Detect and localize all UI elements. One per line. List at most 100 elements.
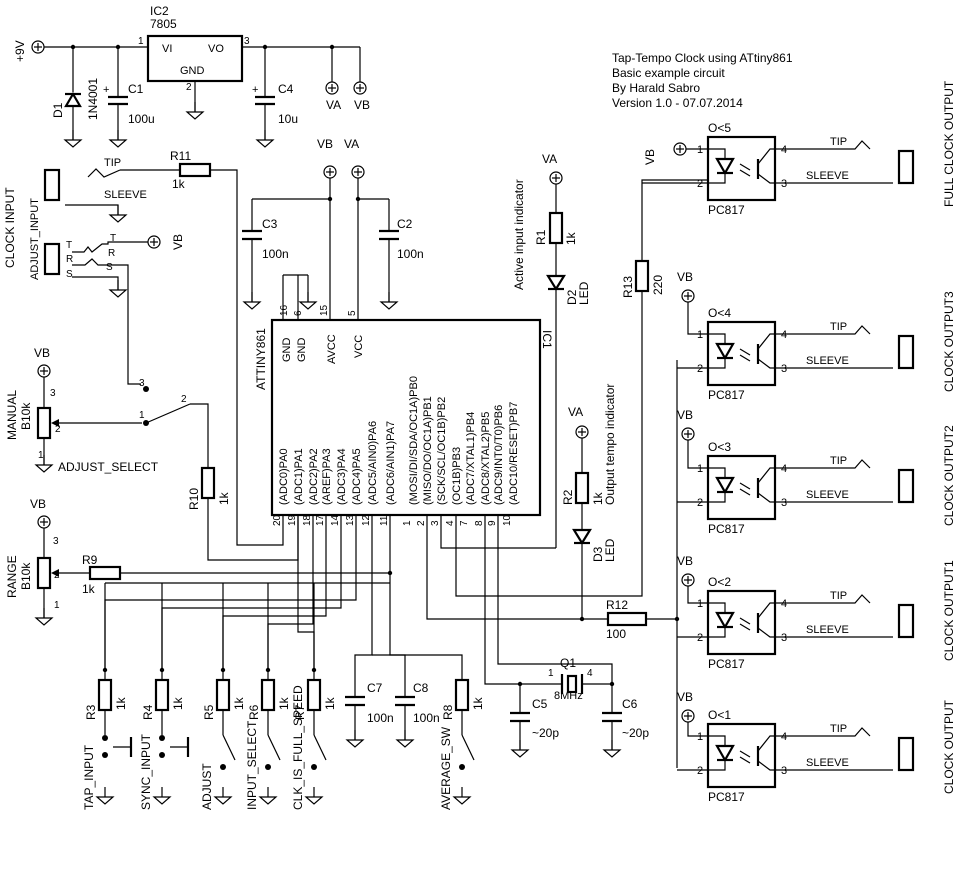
ic1-gnd-2: GND	[296, 338, 308, 363]
jack-r: R	[66, 254, 73, 265]
d2-part: LED	[577, 281, 591, 305]
va-d3: VA	[568, 405, 583, 419]
title-line-3: By Harald Sabro	[612, 81, 700, 95]
mcu-right-pin-3: 4	[445, 520, 456, 526]
d3-ref: D3	[591, 546, 605, 562]
opto-ref-3: O<2	[708, 575, 731, 589]
mcu-left-label-2: (ADC2)PA2	[308, 448, 320, 505]
c5-ref: C5	[532, 697, 548, 711]
mcu-right-label-2: (SCK/SCL/OC1B)PB2	[436, 397, 448, 505]
c3-ref: C3	[262, 217, 278, 231]
output-jack-icon	[897, 334, 915, 370]
ground-icon	[63, 139, 83, 148]
mcu-right-label-7: (ADC10/RESET)PB7	[508, 402, 520, 505]
switch-label-2: ADJUST	[200, 763, 214, 810]
manual-pot-icon	[36, 406, 52, 440]
r2-resistor-icon	[574, 471, 590, 505]
ground-icon	[304, 796, 324, 805]
c5-val: ~20p	[532, 726, 559, 740]
output-jack-icon	[897, 468, 915, 504]
regulator-ic2	[146, 34, 244, 83]
c4-val: 10u	[278, 112, 298, 126]
d1-ref: D1	[51, 102, 65, 118]
mcu-left-pin-0: 20	[272, 514, 283, 526]
ic2-pin-vo: VO	[208, 43, 224, 55]
adjust-input-jack-icon	[43, 242, 61, 276]
ic1-pin-15: 15	[319, 304, 330, 316]
pullup-val-4: 1k	[323, 696, 337, 710]
c6-ref: C6	[622, 697, 638, 711]
opto-tip-3: TIP	[830, 590, 847, 602]
opto-vb-1: VB	[677, 270, 693, 284]
ground-icon	[108, 289, 128, 298]
mcu-left-pin-2: 18	[302, 514, 313, 526]
vb-range: VB	[30, 497, 46, 511]
ic1-vcc: VCC	[353, 335, 365, 358]
pullup-resistor-icon	[306, 678, 322, 712]
input-jacks: CLOCK INPUT TIP SLEEVE R11 1k ADJUST_INP…	[3, 149, 284, 546]
manual-pin3: 3	[50, 388, 56, 399]
pullup-val-5: 1k	[471, 696, 485, 710]
jack-t: T	[66, 240, 72, 251]
vb-manual: VB	[34, 346, 50, 360]
opto-pin4-4: 4	[781, 731, 787, 743]
title-line-2: Basic example circuit	[612, 66, 725, 80]
va-label-mcu: VA	[344, 137, 359, 151]
ic2-pin-vi: VI	[162, 43, 172, 55]
opto-tip-0: TIP	[830, 136, 847, 148]
ic2-pin1: 1	[138, 36, 144, 47]
pullup-resistor-icon	[260, 678, 276, 712]
opto-ref-1: O<4	[708, 306, 731, 320]
active-indicator-label: Active input indicator	[512, 179, 526, 290]
c1-plus: +	[103, 84, 109, 96]
mcu-left-pin-6: 12	[361, 514, 372, 526]
output-label-3: CLOCK OUTPUT1	[942, 560, 956, 661]
pullup-ref-0: R3	[84, 704, 98, 720]
mcu-left-label-7: (ADC6/AIN1)PA7	[385, 421, 397, 505]
opto-pin2-3: 2	[697, 632, 703, 644]
mcu-right-label-0: (MOSI/DI/SDA/OC1A)PB0	[408, 376, 420, 505]
jack-t-2: T	[110, 233, 116, 244]
range-label: RANGE	[5, 555, 19, 598]
c7-ref: C7	[367, 681, 383, 695]
opto-vb-4: VB	[677, 690, 693, 704]
va-terminal-label: VA	[326, 98, 341, 112]
mcu-right-pin-4: 7	[459, 520, 470, 526]
ground-icon	[152, 796, 172, 805]
switch-label-0: TAP_INPUT	[82, 744, 96, 810]
opto-pin1-3: 1	[697, 598, 703, 610]
q1-ref: Q1	[560, 656, 576, 670]
opto-pin1-0: 1	[697, 144, 703, 156]
ground-icon	[34, 464, 54, 473]
opto-sleeve-3: SLEEVE	[806, 624, 849, 636]
pullup-resistor-icon	[454, 678, 470, 712]
pullup-val-3: 1k	[277, 696, 291, 710]
title-line-1: Tap-Tempo Clock using ATtiny861	[612, 51, 793, 65]
pullup-resistor-icon	[97, 678, 113, 712]
output-jack-icon	[897, 603, 915, 639]
opto-part-2: PC817	[708, 522, 745, 536]
title-block: Tap-Tempo Clock using ATtiny861 Basic ex…	[612, 51, 793, 110]
diode-d1-icon	[64, 91, 82, 108]
plus-9v-label: +9V	[13, 40, 27, 62]
pullup-ref-1: R4	[141, 704, 155, 720]
c8-val: 100n	[413, 711, 440, 725]
opto-vb-0: VB	[643, 149, 657, 165]
opto-pin4-3: 4	[781, 598, 787, 610]
mcu-left-pin-4: 14	[330, 514, 341, 526]
r11-ref: R11	[170, 149, 191, 163]
c2-ref: C2	[397, 217, 413, 231]
c1-val: 100u	[128, 112, 155, 126]
q1-val: 8MHz	[554, 690, 583, 702]
output-jack-icon	[897, 149, 915, 185]
c1-ref: C1	[128, 82, 144, 96]
ic2-pin-gnd: GND	[180, 65, 205, 77]
opto-pin3-4: 3	[781, 765, 787, 777]
ground-icon	[602, 749, 622, 758]
c4-ref: C4	[278, 82, 294, 96]
switch-label-3: INPUT_SELECT	[245, 720, 259, 810]
